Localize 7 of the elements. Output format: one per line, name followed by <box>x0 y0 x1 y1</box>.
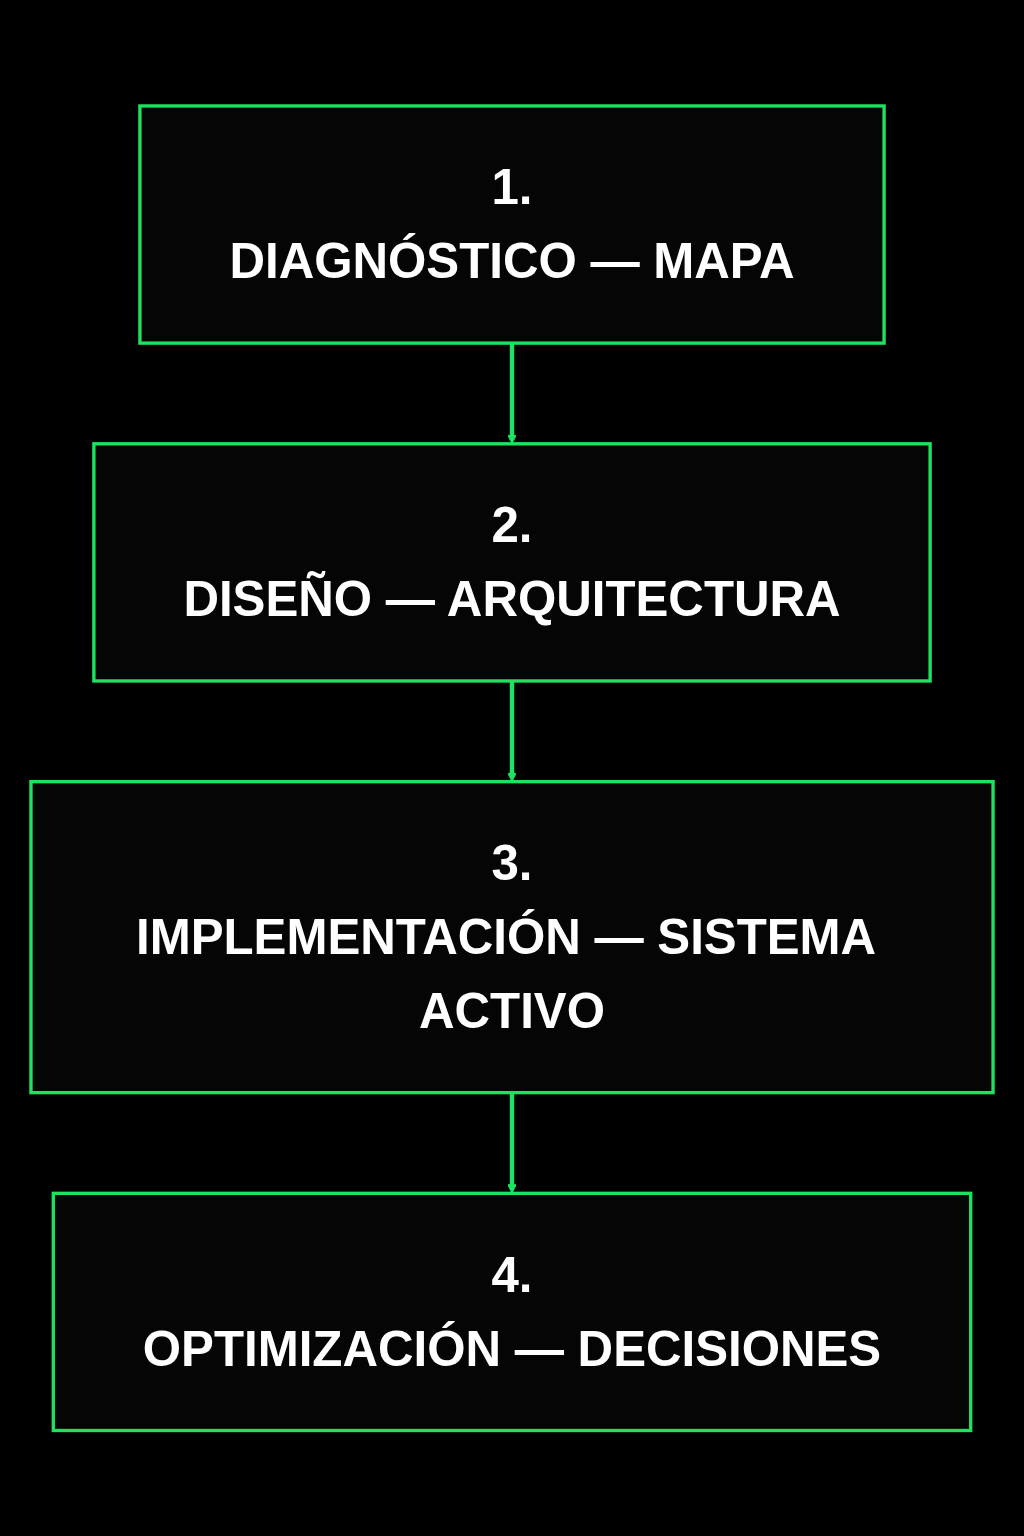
arrow <box>507 342 517 444</box>
node-box: 1. DIAGNÓSTICO — MAPA <box>138 104 886 345</box>
node-box: 2. DISEÑO — ARQUITECTURA <box>92 441 932 683</box>
arrow <box>507 680 517 782</box>
node-box: 3. IMPLEMENTACIÓN — SISTEMA ACTIVO <box>29 779 995 1095</box>
node-box: 4. OPTIMIZACIÓN — DECISIONES <box>51 1191 973 1432</box>
arrow <box>507 1092 517 1194</box>
